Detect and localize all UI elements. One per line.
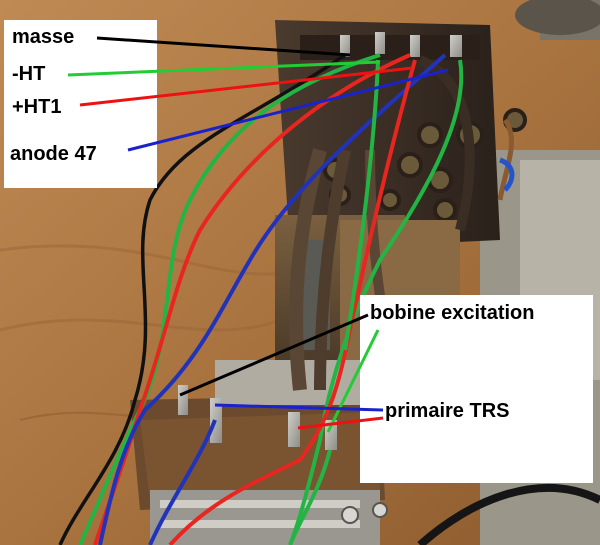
pointer-minus-ht (67, 60, 381, 77)
label-box-bottom (360, 295, 593, 483)
label-bobine-excitation: bobine excitation (370, 302, 535, 324)
pointer-bobine-excitation-2 (326, 329, 380, 433)
pointer-primaire-trs-red (297, 416, 384, 430)
pointer-anode-47 (127, 68, 449, 152)
label-anode-47: anode 47 (10, 143, 97, 165)
label-plus-ht1: +HT1 (12, 96, 62, 118)
label-minus-ht: -HT (12, 63, 46, 85)
pointer-plus-ht1 (79, 66, 413, 107)
wires (58, 53, 600, 545)
pointer-primaire-trs-blue (214, 403, 384, 412)
pointer-masse (96, 36, 351, 57)
label-masse: masse (12, 26, 75, 48)
label-primaire-trs: primaire TRS (385, 400, 510, 422)
pointer-bobine-excitation (179, 313, 369, 397)
